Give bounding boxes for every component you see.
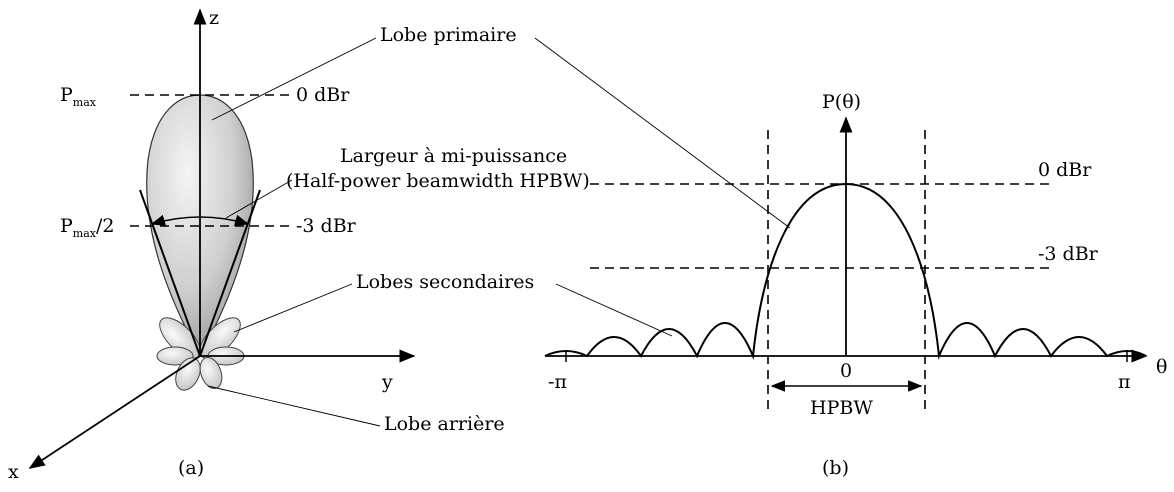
hpbw-fr-label: Largeur à mi-puissance <box>340 145 567 167</box>
panel-a: z y x Pmax Pmax/2 0 dBr -3 dBr Lobe prim… <box>8 7 590 483</box>
tick-label-zero: 0 <box>840 360 852 382</box>
main-lobe-leader-b <box>534 37 791 229</box>
y-axis-label: y <box>381 371 393 393</box>
x-axis <box>28 355 201 469</box>
hpbw-arc <box>150 214 250 226</box>
back-lobe-shape <box>175 357 223 391</box>
p-theta-label: P(θ) <box>822 91 861 113</box>
hpbw-en-label: (Half-power beamwidth HPBW) <box>286 170 590 192</box>
db3-label-b: -3 dBr <box>1038 243 1099 265</box>
radiation-pattern-curve <box>544 182 1147 360</box>
pmax-label: Pmax <box>60 84 97 109</box>
side-lobes-leader <box>233 283 353 333</box>
hpbw-right-line <box>199 189 261 357</box>
main-lobe-label: Lobe primaire <box>380 24 517 46</box>
side-lobes-leader-b <box>555 283 673 337</box>
caption-b: (b) <box>822 457 849 479</box>
hpbw-label-b: HPBW <box>810 397 873 419</box>
tick-label-neg-pi: -π <box>548 371 567 393</box>
main-lobe-leader-a <box>211 37 377 121</box>
z-axis-label: z <box>209 7 219 29</box>
db0-label-a: 0 dBr <box>296 84 350 106</box>
pmax-half-label: Pmax/2 <box>60 215 115 240</box>
caption-a: (a) <box>178 457 204 479</box>
back-lobe-label: Lobe arrière <box>384 413 505 435</box>
theta-label: θ <box>1156 356 1167 378</box>
panel-b: P(θ) θ -π 0 π HPBW 0 dBr -3 dBr (b) <box>534 37 1167 479</box>
hpbw-leader <box>225 179 293 219</box>
tick-label-pi: π <box>1118 371 1131 393</box>
hpbw-left-line <box>139 189 201 357</box>
x-axis-label: x <box>8 461 19 483</box>
db0-label-b: 0 dBr <box>1038 159 1092 181</box>
back-lobe-leader <box>207 385 381 427</box>
db3-label-a: -3 dBr <box>296 215 357 237</box>
side-lobes-label: Lobes secondaires <box>356 271 534 293</box>
